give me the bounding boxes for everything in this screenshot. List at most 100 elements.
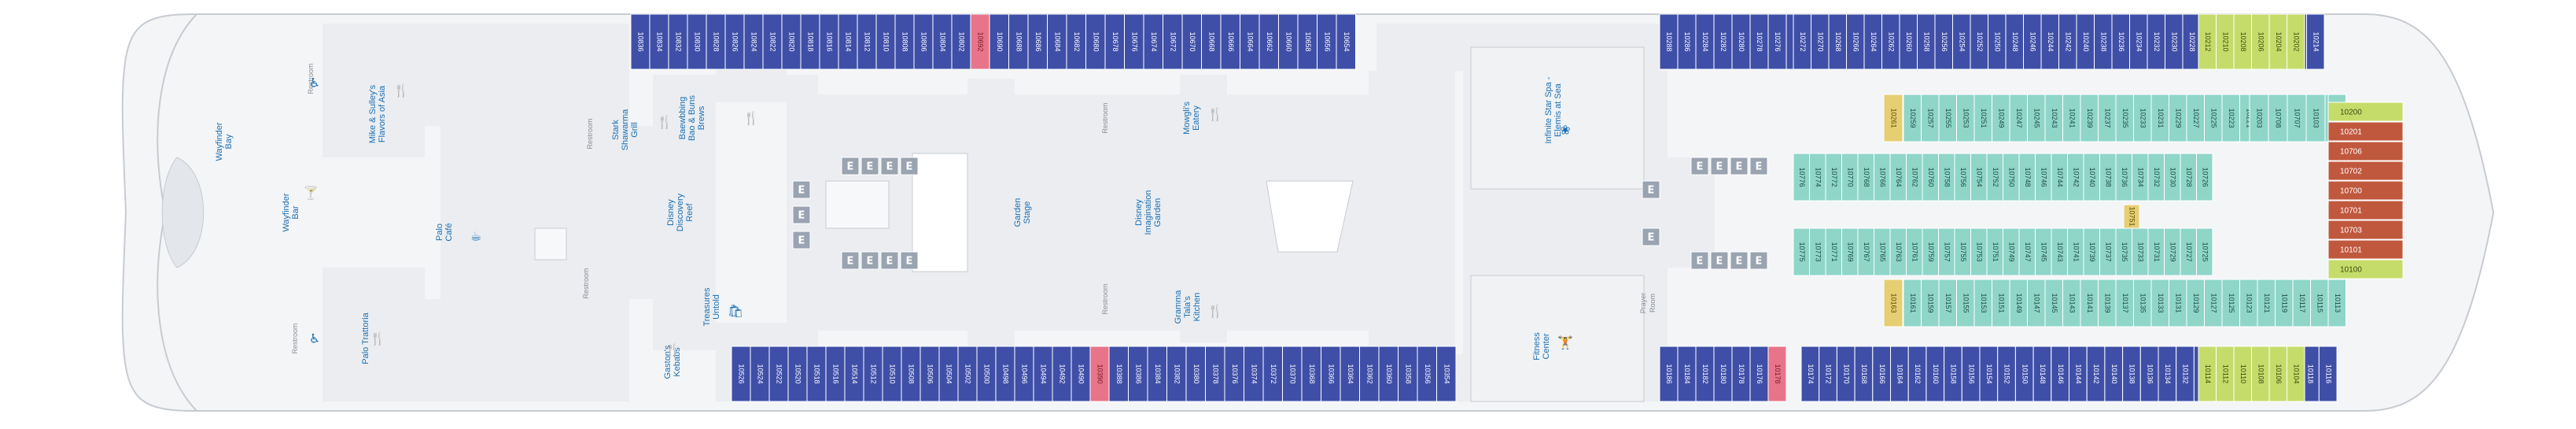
cabin-10178[interactable] xyxy=(1767,346,1787,402)
cabin-10664[interactable] xyxy=(1240,13,1260,70)
elevator-button[interactable] xyxy=(792,205,811,224)
cabin-10674[interactable] xyxy=(1143,13,1163,70)
cabin-10834[interactable] xyxy=(649,13,669,70)
elevator-button[interactable] xyxy=(1710,251,1729,270)
cabin-10684[interactable] xyxy=(1047,13,1067,70)
venue-mike-sulley[interactable]: Mike & Sulley's Flavors of Asia xyxy=(368,84,387,144)
cabin-10654[interactable] xyxy=(1336,13,1356,70)
cabin-10672[interactable] xyxy=(1163,13,1183,70)
elevator-button[interactable] xyxy=(841,157,860,176)
cabin-10512[interactable] xyxy=(863,346,883,402)
cabin-10113[interactable] xyxy=(2327,279,2346,327)
cabin-10104[interactable] xyxy=(2287,346,2305,402)
cabin-10702[interactable] xyxy=(2327,161,2404,181)
cabin-10506[interactable] xyxy=(919,346,940,402)
cabin-10703[interactable] xyxy=(2327,220,2404,240)
elevator-button[interactable] xyxy=(792,180,811,199)
cabin-10374[interactable] xyxy=(1244,346,1264,402)
elevator-button[interactable] xyxy=(1730,157,1749,176)
cabin-10370[interactable] xyxy=(1282,346,1303,402)
cabin-10518[interactable] xyxy=(806,346,827,402)
cabin-10494[interactable] xyxy=(1033,346,1053,402)
cabin-10500[interactable] xyxy=(976,346,997,402)
cabin-10706[interactable] xyxy=(2327,141,2404,161)
cabin-10498[interactable] xyxy=(995,346,1015,402)
cabin-10492[interactable] xyxy=(1052,346,1072,402)
cabin-10688[interactable] xyxy=(1008,13,1029,70)
cabin-10368[interactable] xyxy=(1301,346,1321,402)
cabin-10354[interactable] xyxy=(1436,346,1457,402)
cabin-10708[interactable] xyxy=(2268,94,2288,142)
venue-fitness[interactable]: Fitness Center xyxy=(1532,332,1551,361)
cabin-10828[interactable] xyxy=(706,13,726,70)
cabin-10726[interactable] xyxy=(2196,153,2213,202)
elevator-button[interactable] xyxy=(1690,157,1709,176)
cabin-10201[interactable] xyxy=(2327,121,2404,142)
cabin-10524[interactable] xyxy=(750,346,770,402)
elevator-button[interactable] xyxy=(1690,251,1709,270)
venue-mowgli[interactable]: Mowgli's Eatery xyxy=(1182,102,1201,135)
elevator-button[interactable] xyxy=(1730,251,1749,270)
venue-garden-stage[interactable]: Garden Stage xyxy=(1013,198,1032,227)
venue-gramma-tala[interactable]: Gramma Tala's Kitchen xyxy=(1174,290,1202,324)
elevator-button[interactable] xyxy=(1642,180,1660,199)
cabin-10814[interactable] xyxy=(838,13,858,70)
elevator-button[interactable] xyxy=(880,251,899,270)
venue-imagination-garden[interactable]: Disney Imagination Garden xyxy=(1134,190,1163,235)
elevator-button[interactable] xyxy=(1642,227,1660,246)
cabin-10676[interactable] xyxy=(1124,13,1144,70)
cabin-10261[interactable] xyxy=(1883,94,1903,142)
cabin-10516[interactable] xyxy=(825,346,846,402)
cabin-10692[interactable] xyxy=(970,13,990,70)
cabin-10358[interactable] xyxy=(1398,346,1418,402)
cabin-10682[interactable] xyxy=(1066,13,1086,70)
cabin-10200[interactable] xyxy=(2327,102,2404,122)
cabin-10101[interactable] xyxy=(2327,239,2404,260)
elevator-button[interactable] xyxy=(861,251,879,270)
cabin-10376[interactable] xyxy=(1224,346,1244,402)
cabin-10100[interactable] xyxy=(2327,259,2404,279)
cabin-10808[interactable] xyxy=(894,13,915,70)
cabin-10802[interactable] xyxy=(951,13,971,70)
cabin-10666[interactable] xyxy=(1220,13,1240,70)
cabin-10388[interactable] xyxy=(1108,346,1129,402)
elevator-button[interactable] xyxy=(900,157,919,176)
elevator-button[interactable] xyxy=(792,231,811,250)
cabin-10514[interactable] xyxy=(844,346,864,402)
venue-stark-shaw[interactable]: Stark Shawarma Grill xyxy=(611,109,639,151)
cabin-10203[interactable] xyxy=(2249,94,2269,142)
cabin-10678[interactable] xyxy=(1104,13,1125,70)
elevator-button[interactable] xyxy=(900,251,919,270)
cabin-10103[interactable] xyxy=(2305,94,2326,142)
cabin-10701[interactable] xyxy=(2327,200,2404,220)
elevator-button[interactable] xyxy=(1749,157,1768,176)
cabin-10384[interactable] xyxy=(1147,346,1167,402)
cabin-10366[interactable] xyxy=(1321,346,1341,402)
venue-disney-reef[interactable]: Disney Discovery Reef xyxy=(666,193,695,232)
cabin-10662[interactable] xyxy=(1259,13,1279,70)
cabin-10163[interactable] xyxy=(1883,279,1903,327)
elevator-button[interactable] xyxy=(880,157,899,176)
cabin-10658[interactable] xyxy=(1297,13,1317,70)
cabin-10382[interactable] xyxy=(1166,346,1187,402)
elevator-button[interactable] xyxy=(1749,251,1768,270)
cabin-10502[interactable] xyxy=(957,346,978,402)
venue-baewbbing[interactable]: Baewbbing Bao & Buns Brews xyxy=(678,94,706,142)
cabin-10751[interactable] xyxy=(2123,204,2140,229)
cabin-10832[interactable] xyxy=(668,13,688,70)
cabin-10820[interactable] xyxy=(781,13,802,70)
cabin-10700[interactable] xyxy=(2327,180,2404,201)
cabin-10816[interactable] xyxy=(819,13,839,70)
elevator-button[interactable] xyxy=(1710,157,1729,176)
cabin-10522[interactable] xyxy=(768,346,789,402)
cabin-10822[interactable] xyxy=(762,13,783,70)
cabin-10364[interactable] xyxy=(1340,346,1360,402)
cabin-10380[interactable] xyxy=(1185,346,1206,402)
cabin-10725[interactable] xyxy=(2196,227,2213,276)
cabin-10690[interactable] xyxy=(989,13,1009,70)
cabin-10214[interactable] xyxy=(2306,13,2325,70)
cabin-10830[interactable] xyxy=(687,13,707,70)
cabin-10818[interactable] xyxy=(800,13,820,70)
cabin-10510[interactable] xyxy=(882,346,902,402)
cabin-10116[interactable] xyxy=(2318,346,2338,402)
